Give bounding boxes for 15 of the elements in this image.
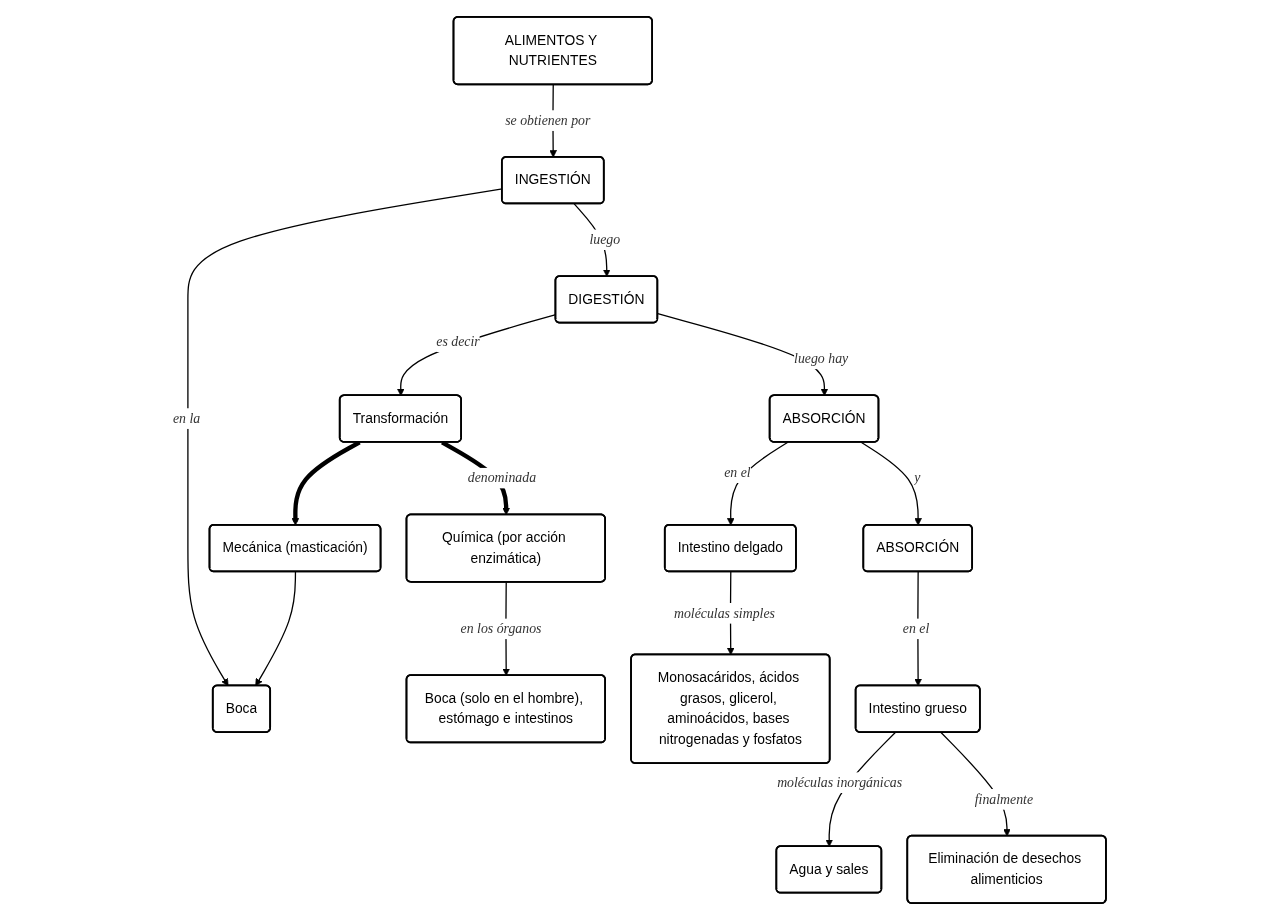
edge-label: en el: [724, 464, 751, 480]
edge-label: en los órganos: [460, 621, 542, 636]
edge-label: denominada: [467, 470, 537, 486]
edge-label: es decir: [436, 334, 480, 349]
edge-label: moléculas simples: [674, 605, 775, 621]
edge-label: en la: [172, 410, 201, 426]
edge-label: luego: [589, 231, 621, 247]
arrow: [860, 441, 922, 526]
edge-label: se obtienen por: [505, 112, 591, 128]
arrow: [255, 571, 297, 687]
edge-label: moléculas inorgánicas: [777, 774, 903, 790]
edge-label: en el: [902, 621, 930, 636]
edge-label: luego hay: [794, 351, 849, 366]
arrow: [291, 440, 361, 526]
edge-label: finalmente: [974, 791, 1034, 807]
